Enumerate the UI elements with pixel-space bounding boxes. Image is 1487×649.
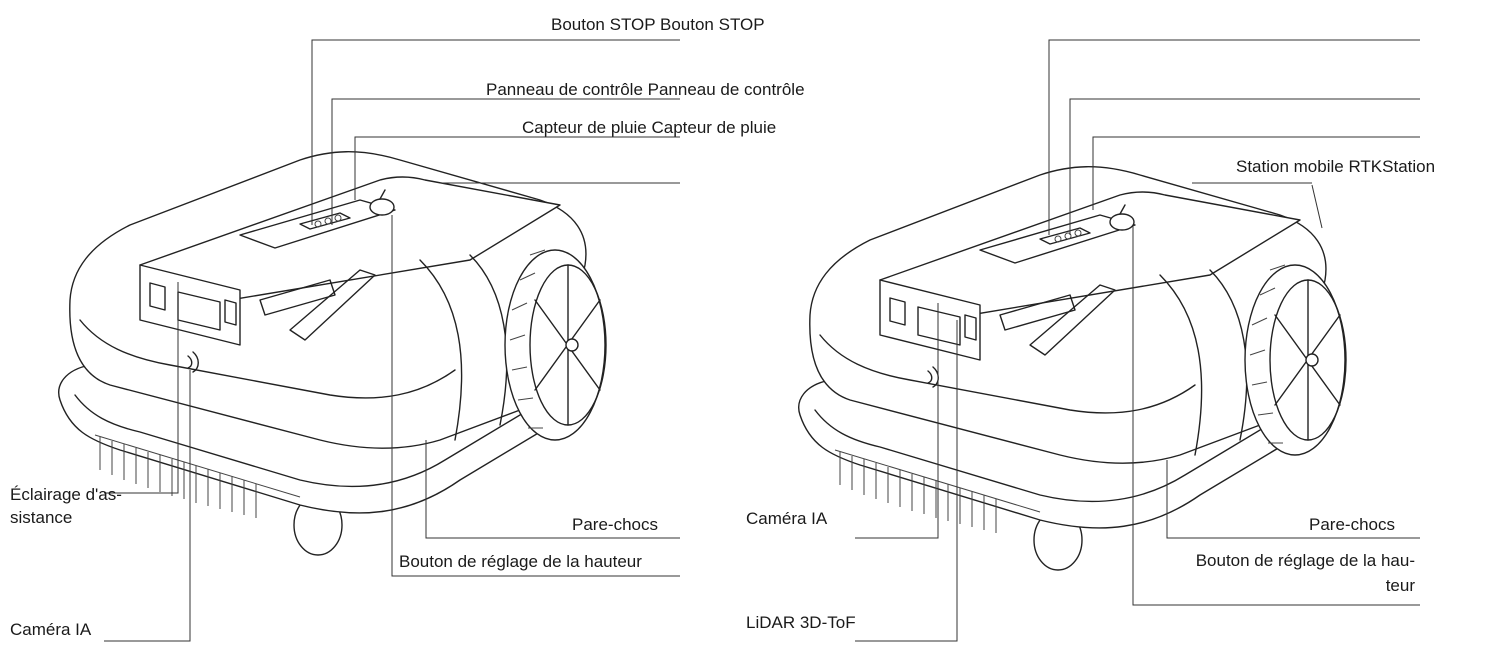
label-assist-lighting-1: Éclairage d'as- (10, 485, 122, 504)
label-control-panel: Panneau de contrôle Panneau de contrôle (486, 80, 805, 99)
label-height-knob-left: Bouton de réglage de la hauteur (399, 552, 642, 571)
label-height-knob-right-1: Bouton de réglage de la hau- (1195, 551, 1415, 570)
label-lidar: LiDAR 3D-ToF (746, 613, 856, 632)
label-stop-button: Bouton STOP Bouton STOP (551, 15, 765, 34)
label-ai-camera-right: Caméra IA (746, 509, 828, 528)
label-rain-sensor: Capteur de pluie Capteur de pluie (522, 118, 777, 137)
label-assist-lighting-2: sistance (10, 508, 73, 527)
label-rtk-station: Station mobile RTKStation (1236, 157, 1436, 176)
label-ai-camera-left: Caméra IA (10, 620, 92, 639)
label-bumper-right: Pare-chocs (1309, 515, 1395, 534)
label-bumper-left: Pare-chocs (572, 515, 658, 534)
label-height-knob-right-2: teur (1385, 576, 1415, 595)
